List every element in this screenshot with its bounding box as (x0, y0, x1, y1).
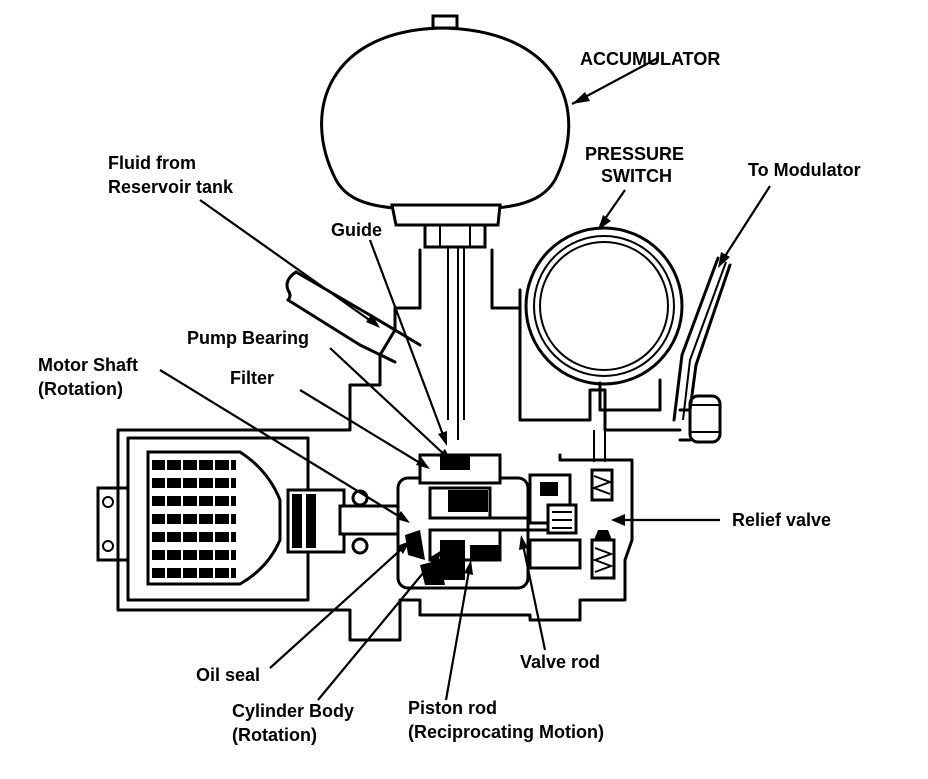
leader-lines (159, 57, 771, 701)
label-pump-bearing: Pump Bearing (187, 328, 309, 348)
label-oil-seal: Oil seal (196, 665, 260, 685)
accumulator (320, 14, 571, 249)
motor (96, 436, 422, 602)
pressure-switch (524, 226, 684, 386)
label-cylinder-body-line2: (Rotation) (232, 725, 317, 745)
label-accumulator: ACCUMULATOR (580, 49, 720, 69)
label-relief-valve: Relief valve (732, 510, 831, 530)
pump-housing (116, 247, 722, 642)
label-valve-rod: Valve rod (520, 652, 600, 672)
label-filter: Filter (230, 368, 274, 388)
label-guide: Guide (331, 220, 382, 240)
label-pressure-switch-line1: PRESSURE (585, 144, 684, 164)
label-motor-shaft-line1: Motor Shaft (38, 355, 138, 375)
label-motor-shaft-line2: (Rotation) (38, 379, 123, 399)
label-fluid-from-line2: Reservoir tank (108, 177, 234, 197)
modulator-pipes (672, 256, 732, 422)
label-piston-rod-line1: Piston rod (408, 698, 497, 718)
label-to-modulator: To Modulator (748, 160, 861, 180)
label-fluid-from-line1: Fluid from (108, 153, 196, 173)
pump-internals (396, 453, 616, 590)
label-pressure-switch-line2: SWITCH (601, 166, 672, 186)
label-cylinder-body-line1: Cylinder Body (232, 701, 354, 721)
label-piston-rod-line2: (Reciprocating Motion) (408, 722, 604, 742)
reservoir-inlet (285, 270, 422, 364)
